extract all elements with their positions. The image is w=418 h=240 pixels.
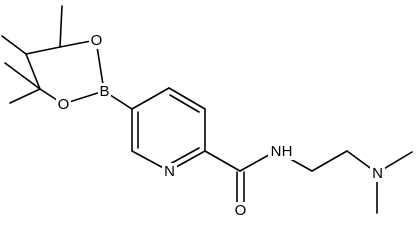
atom-n-pyridine-label: N xyxy=(164,163,175,180)
bond-c2-carbonyl xyxy=(204,150,241,172)
bond-pyr-inner-c2-n1 xyxy=(169,147,200,165)
bond-ch2-ch2 xyxy=(311,150,348,172)
atom-amide-nh: N H xyxy=(268,143,294,160)
bond-methyl-upper-left xyxy=(1,35,27,55)
atom-label-layer: O O B N O N H N xyxy=(56,32,385,219)
bond-methyl-lower-left xyxy=(4,62,41,90)
atom-o-ring-upper: O xyxy=(89,32,104,49)
atom-amide-h-label: H xyxy=(282,143,293,160)
atom-amine-n-label: N xyxy=(372,165,383,182)
atom-carbonyl-o-label: O xyxy=(235,202,247,219)
atom-n-pyridine: N xyxy=(162,163,177,180)
atom-o-ring-lower: O xyxy=(56,96,71,113)
atom-amide-n-label: N xyxy=(271,143,282,160)
bond-pyr-c4-c3 xyxy=(168,87,206,110)
atom-amine-n: N xyxy=(370,165,385,182)
atom-o-ring-upper-label: O xyxy=(91,32,103,49)
atom-boron: B xyxy=(98,83,111,100)
chemical-structure-diagram: O O B N O N H N xyxy=(1,5,413,219)
bond-pyr-inner-c4-c3 xyxy=(169,94,200,113)
bond-methyl-upper-top xyxy=(59,5,63,48)
atom-o-ring-lower-label: O xyxy=(58,96,70,113)
bond-c5-c6-ring xyxy=(25,53,41,90)
bond-pyr-c5-c4 xyxy=(131,87,170,110)
bond-methyl-lower-bottom xyxy=(9,88,41,104)
atom-carbonyl-o: O xyxy=(233,202,248,219)
atom-boron-label: B xyxy=(99,83,109,100)
bond-c4-c5-ring xyxy=(25,46,61,55)
